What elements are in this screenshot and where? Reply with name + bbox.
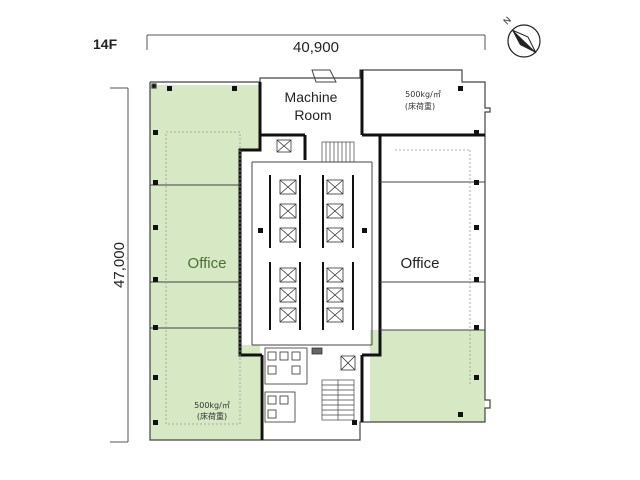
load-note-bottom-left-line2: (床荷重) bbox=[197, 411, 227, 421]
office-right-label: Office bbox=[401, 255, 440, 272]
office-area-fills bbox=[150, 85, 485, 440]
columns bbox=[153, 86, 479, 425]
width-dimension-label: 40,900 bbox=[293, 39, 339, 56]
load-note-top-right-line2: (床荷重) bbox=[405, 101, 435, 111]
top-notch bbox=[311, 69, 337, 83]
elevator-bank-walls bbox=[269, 175, 354, 330]
height-dimension: 47,000 bbox=[110, 87, 129, 443]
width-dimension: 40,900 bbox=[146, 34, 486, 56]
load-note-bottom-left-line1: 500kg/㎡ bbox=[194, 401, 230, 410]
office-left-label: Office bbox=[188, 255, 227, 272]
north-arrow-icon: N bbox=[501, 15, 541, 58]
machine-room-label-line1: Machine bbox=[285, 89, 338, 105]
load-note-top-right-line1: 500kg/㎡ bbox=[405, 90, 441, 99]
stairs bbox=[321, 141, 355, 421]
elevator-shafts bbox=[276, 139, 356, 371]
restrooms bbox=[264, 347, 323, 423]
height-dimension-label: 47,000 bbox=[111, 242, 128, 288]
floor-label: 14F bbox=[93, 36, 118, 52]
building-outline bbox=[149, 69, 491, 441]
dashed-lines bbox=[165, 131, 471, 425]
machine-room-label-line2: Room bbox=[294, 107, 331, 123]
north-letter: N bbox=[501, 15, 513, 27]
